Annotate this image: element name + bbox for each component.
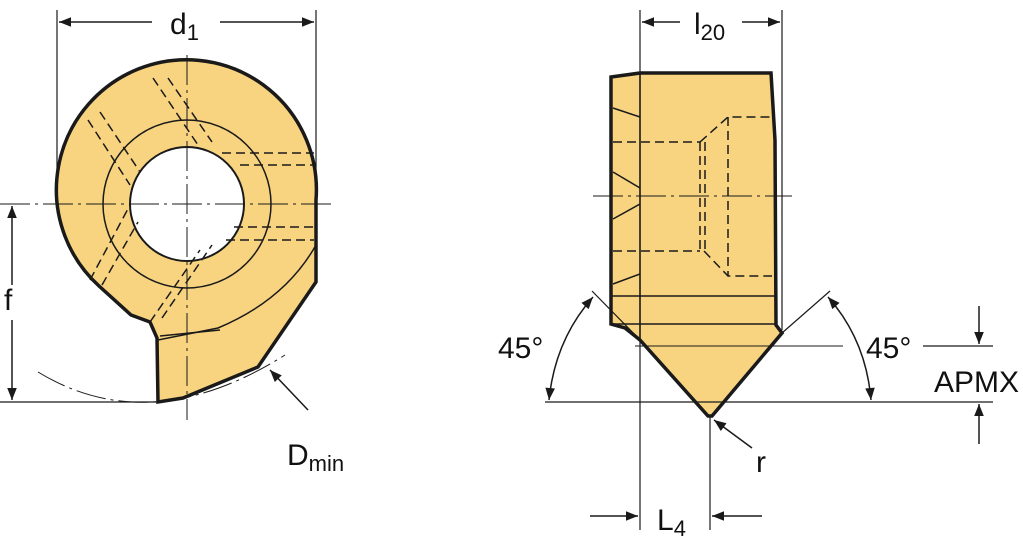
angle-right-label: 45° xyxy=(866,332,911,365)
apmx-label: APMX xyxy=(934,366,1019,399)
insert-body-side xyxy=(609,71,785,418)
hidden-lines-side xyxy=(613,116,772,277)
side-view xyxy=(545,10,993,530)
l20-label: l20 xyxy=(694,8,725,45)
l4-label: L4 xyxy=(657,504,686,541)
angle-left-label: 45° xyxy=(498,332,543,365)
dmin-label: Dmin xyxy=(287,439,344,476)
d1-label: d1 xyxy=(170,8,199,45)
radius-label: r xyxy=(756,446,766,479)
f-label: f xyxy=(4,284,13,317)
hidden-lines xyxy=(87,77,314,323)
front-view xyxy=(0,10,335,420)
